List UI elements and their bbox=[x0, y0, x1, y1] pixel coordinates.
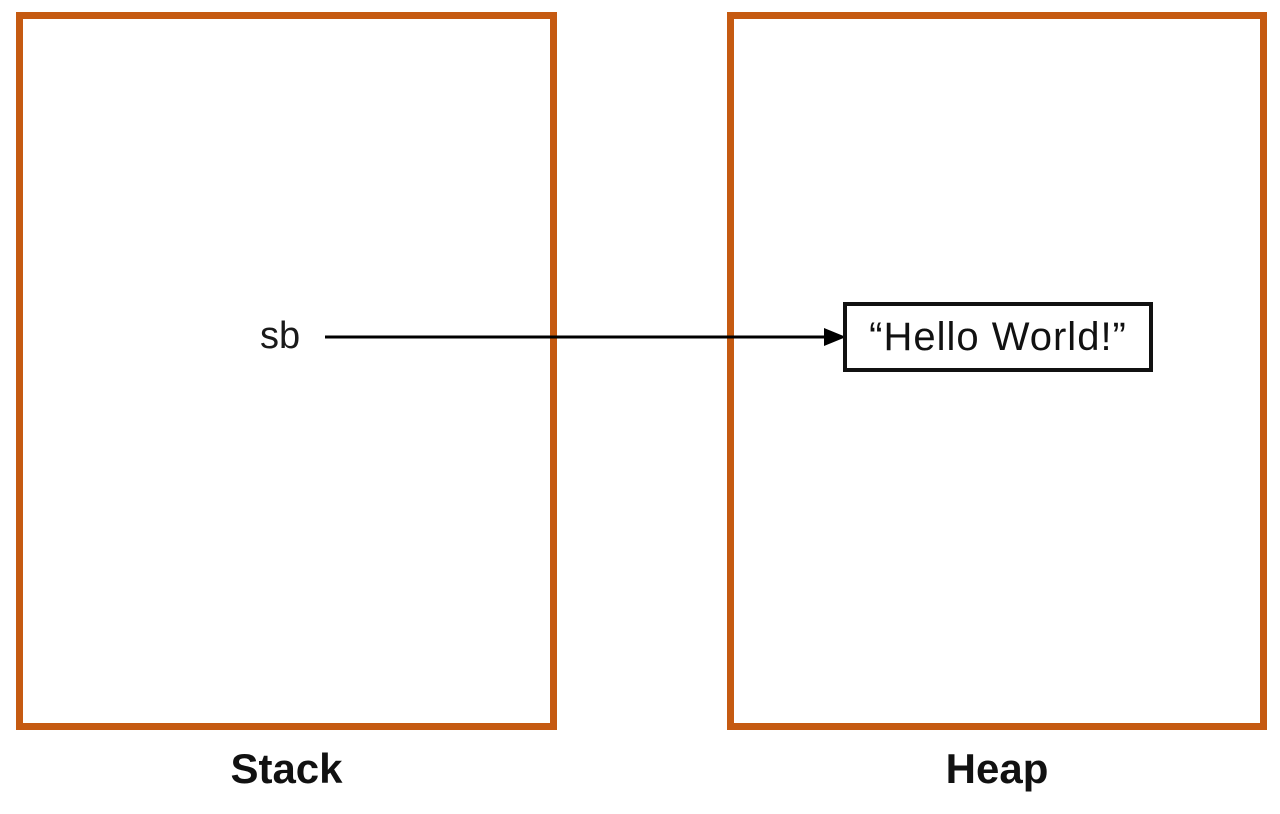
stack-region-caption: Stack bbox=[230, 745, 343, 792]
stack-variable-label: sb bbox=[260, 315, 301, 357]
stack-region-box bbox=[16, 12, 557, 730]
heap-region-caption: Heap bbox=[945, 745, 1049, 792]
heap-value-box: “Hello World!” bbox=[843, 302, 1153, 372]
heap-value-text: “Hello World!” bbox=[869, 314, 1127, 359]
pointer-arrow bbox=[325, 328, 846, 346]
